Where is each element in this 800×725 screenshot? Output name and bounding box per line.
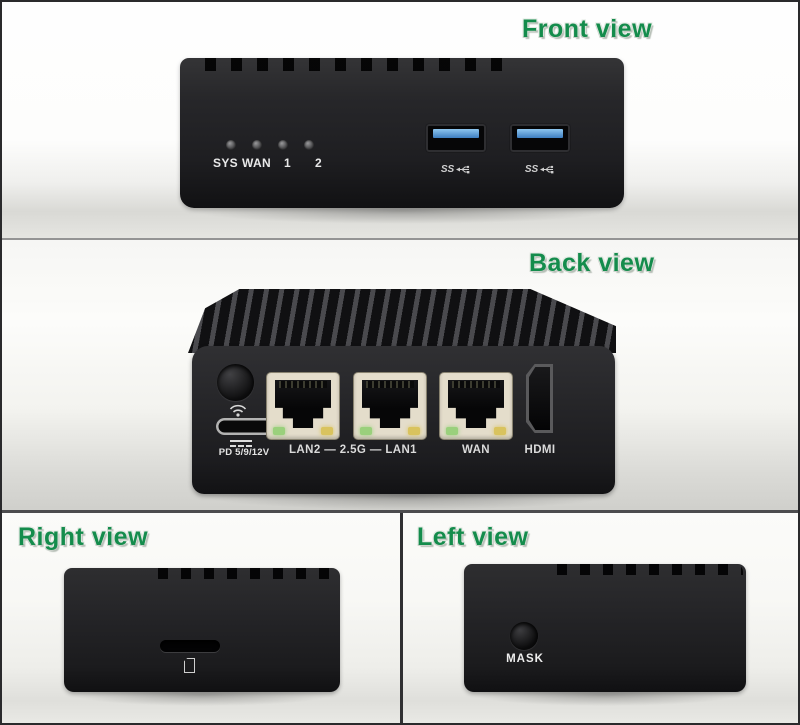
lan2-led-dot bbox=[304, 140, 314, 150]
usb-ss-text: SS bbox=[524, 164, 539, 175]
hdmi-port bbox=[526, 364, 553, 433]
panel-divider-vertical bbox=[400, 513, 403, 723]
status-led-labels: SYS WAN 1 2 bbox=[210, 156, 334, 170]
lan-ports-label: LAN2 — 2.5G — LAN1 bbox=[289, 444, 417, 456]
activity-led-amber bbox=[321, 427, 333, 435]
usb-ss-text: SS bbox=[440, 164, 455, 175]
heatsink-fins-top bbox=[188, 289, 616, 353]
usb-ss-marking-1: SS bbox=[426, 164, 486, 175]
sys-led-label: SYS bbox=[213, 156, 238, 170]
right-view-caption: Right view bbox=[18, 523, 149, 551]
lan1-ethernet-port bbox=[354, 373, 426, 439]
antenna-hole-plug bbox=[217, 364, 254, 401]
led-cell bbox=[244, 140, 270, 150]
panel-divider-horizontal-1 bbox=[2, 238, 798, 240]
usb-trident-icon bbox=[456, 165, 470, 174]
led-label-1: 1 bbox=[284, 156, 291, 170]
mask-button bbox=[510, 622, 538, 650]
hdmi-port-opening bbox=[529, 367, 550, 430]
wan-led-dot bbox=[252, 140, 262, 150]
usb3-blue-tongue bbox=[433, 129, 479, 138]
mask-button-label: MASK bbox=[506, 653, 544, 665]
rj45-pins bbox=[279, 381, 327, 388]
wan-port-label: WAN bbox=[461, 444, 491, 456]
link-led-green bbox=[360, 427, 372, 435]
led-cell bbox=[296, 140, 322, 150]
left-view-caption: Left view bbox=[417, 523, 529, 551]
led-cell bbox=[218, 140, 244, 150]
usb3-port-1 bbox=[426, 124, 486, 152]
sd-card-icon bbox=[184, 658, 195, 673]
front-view-caption: Front view bbox=[522, 15, 653, 43]
back-view-caption: Back view bbox=[529, 249, 655, 277]
right-side-photo bbox=[64, 568, 340, 692]
wifi-icon bbox=[229, 404, 247, 417]
microsd-card-slot bbox=[160, 640, 220, 652]
back-device-photo: PD 5/9/12V LAN2 — 2.5G — LAN1 WAN HDMI bbox=[192, 346, 615, 494]
activity-led-amber bbox=[494, 427, 506, 435]
wan-led-label: WAN bbox=[242, 156, 271, 170]
wan-ethernet-port bbox=[440, 373, 512, 439]
usb3-port-2 bbox=[510, 124, 570, 152]
link-led-green bbox=[446, 427, 458, 435]
pd-voltage-label: PD 5/9/12V bbox=[218, 447, 270, 458]
usb-trident-icon bbox=[540, 165, 554, 174]
top-notch-edge bbox=[145, 568, 338, 579]
led-cell bbox=[270, 140, 296, 150]
panel-divider-horizontal-2 bbox=[2, 510, 798, 513]
rj45-pins bbox=[452, 381, 500, 388]
lan2-ethernet-port bbox=[267, 373, 339, 439]
usb3-blue-tongue bbox=[517, 129, 563, 138]
left-side-photo: MASK bbox=[464, 564, 746, 692]
sys-led-dot bbox=[226, 140, 236, 150]
status-led-row bbox=[218, 140, 322, 150]
lan1-led-dot bbox=[278, 140, 288, 150]
hdmi-label: HDMI bbox=[524, 444, 556, 456]
led-label-2: 2 bbox=[315, 156, 322, 170]
top-notch-edge bbox=[190, 58, 508, 71]
top-notch-edge bbox=[544, 564, 743, 575]
dc-power-icon bbox=[230, 440, 252, 447]
usb-ss-marking-2: SS bbox=[510, 164, 570, 175]
activity-led-amber bbox=[408, 427, 420, 435]
link-led-green bbox=[273, 427, 285, 435]
usbc-power-port bbox=[216, 418, 274, 435]
rj45-pins bbox=[366, 381, 414, 388]
front-device-photo: SYS WAN 1 2 SS SS bbox=[180, 58, 624, 208]
